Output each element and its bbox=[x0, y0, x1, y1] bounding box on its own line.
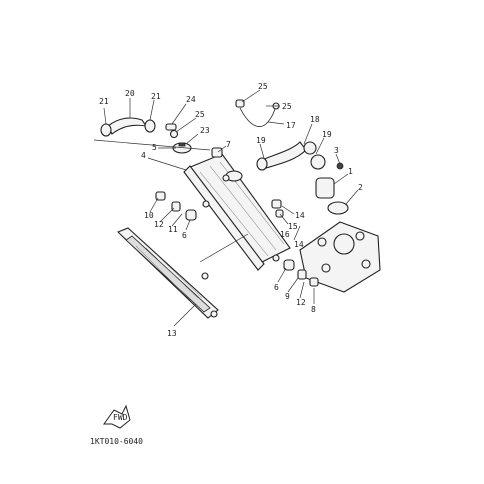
callout-21-right: 21 bbox=[151, 92, 161, 101]
callout-8: 8 bbox=[311, 305, 316, 314]
mounting-hardware-left bbox=[155, 191, 197, 221]
callout-18: 18 bbox=[310, 115, 320, 124]
callout-12-left: 12 bbox=[154, 220, 164, 229]
callout-23: 24 bbox=[186, 95, 196, 104]
callout-19-right: 19 bbox=[322, 130, 332, 139]
callout-19-left: 19 bbox=[256, 136, 266, 145]
callout-11: 11 bbox=[168, 225, 178, 234]
leader-lines bbox=[93, 89, 359, 327]
callout-7: 7 bbox=[226, 140, 231, 149]
callout-16: 16 bbox=[280, 230, 290, 239]
radiator-outlet-hose bbox=[256, 141, 326, 171]
callout-1: 1 bbox=[348, 167, 353, 176]
callout-21-left: 21 bbox=[99, 97, 109, 106]
callout-2: 2 bbox=[358, 183, 363, 192]
callout-14-upper: 14 bbox=[295, 211, 305, 220]
callout-15: 15 bbox=[288, 222, 298, 231]
callout-25-right: 25 bbox=[282, 102, 292, 111]
radiator-cap-group bbox=[165, 123, 192, 154]
callout-17: 17 bbox=[286, 121, 296, 130]
mounting-hardware-right bbox=[271, 199, 319, 287]
callout-24: 25 bbox=[195, 110, 205, 119]
callout-numbers: 21 20 21 24 25 23 5 4 7 25 25 17 18 19 1… bbox=[99, 82, 363, 338]
callout-22: 23 bbox=[200, 126, 210, 135]
callout-6-left: 6 bbox=[182, 231, 187, 240]
callout-25-top: 25 bbox=[258, 82, 268, 91]
radiator bbox=[183, 147, 291, 271]
callout-12-right: 12 bbox=[296, 298, 306, 307]
callout-20: 20 bbox=[125, 89, 135, 98]
figure-code: 1KT010-6040 bbox=[90, 437, 143, 446]
callout-14-lower: 14 bbox=[294, 240, 304, 249]
callout-13: 13 bbox=[167, 329, 177, 338]
callout-4: 4 bbox=[141, 151, 146, 160]
callout-10: 9 bbox=[285, 292, 290, 301]
callout-5: 5 bbox=[152, 143, 157, 152]
fwd-label: FWD bbox=[113, 413, 128, 422]
callout-6-right: 6 bbox=[274, 283, 279, 292]
callout-3: 3 bbox=[334, 146, 339, 155]
radiator-guard bbox=[117, 227, 219, 319]
thermostat-housing bbox=[315, 162, 349, 215]
fwd-arrow-icon: FWD bbox=[103, 404, 131, 429]
callout-9: 10 bbox=[144, 211, 154, 220]
radiator-inlet-hose bbox=[100, 117, 156, 137]
cylinder-head bbox=[299, 221, 381, 293]
